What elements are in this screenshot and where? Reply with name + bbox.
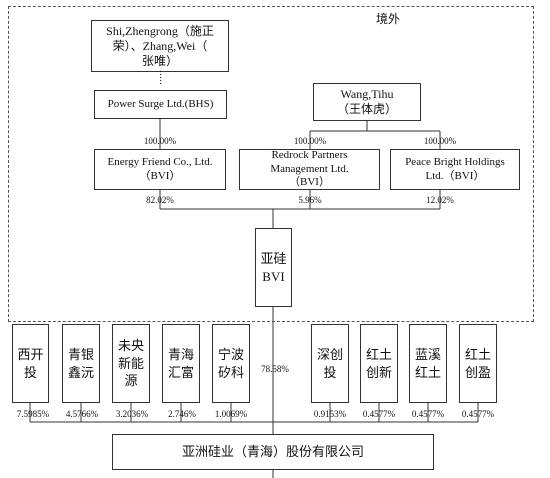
- pct-yagui-to-company: 78.58%: [261, 364, 289, 374]
- shareholder-box: 深创 投: [311, 324, 349, 403]
- entity-redrock: Redrock Partners Management Ltd. （BVI）: [239, 149, 380, 190]
- shareholder-pct: 4.5766%: [65, 409, 99, 419]
- shareholder-box: 西开 投: [12, 324, 49, 403]
- shareholder-box: 蓝溪 红土: [409, 324, 447, 403]
- shareholder-pct: 0.4577%: [362, 409, 396, 419]
- pct-power-to-energy: 100.00%: [143, 136, 177, 146]
- pct-wang-to-redrock: 100.00%: [293, 136, 327, 146]
- shareholder-box: 宁波 矽科: [212, 324, 250, 403]
- pct-energy-to-yagui: 82.02%: [146, 195, 174, 205]
- shareholder-pct: 0.9153%: [313, 409, 347, 419]
- shareholder-pct: 3.2036%: [115, 409, 149, 419]
- offshore-region: [8, 6, 534, 322]
- shareholder-box: 红土 创盈: [459, 324, 497, 403]
- entity-energy-friend: Energy Friend Co., Ltd. （BVI）: [94, 149, 226, 190]
- entity-power-surge: Power Surge Ltd.(BHS): [94, 90, 227, 119]
- entity-shi-zhang: Shi,Zhengrong（施正 荣）、Zhang,Wei（ 张唯）: [91, 20, 229, 72]
- entity-wang-tihu: Wang,Tihu （王体虎）: [313, 83, 421, 121]
- shareholder-pct: 7.5985%: [16, 409, 50, 419]
- entity-peace-bright: Peace Bright Holdings Ltd.（BVI）: [390, 149, 520, 190]
- shareholder-box: 未央 新能 源: [112, 324, 150, 403]
- pct-wang-to-peace: 100.00%: [423, 136, 457, 146]
- entity-yagui-bvi: 亚硅 BVI: [255, 228, 292, 307]
- entity-company: 亚洲硅业（青海）股份有限公司: [112, 434, 434, 470]
- shareholder-box: 青海 汇富: [162, 324, 200, 403]
- shareholder-pct: 0.4577%: [461, 409, 495, 419]
- shareholder-pct: 1.0069%: [214, 409, 248, 419]
- ellipsis-connector: ·····: [159, 67, 163, 90]
- shareholder-box: 红土 创新: [360, 324, 398, 403]
- shareholder-pct: 0.4577%: [411, 409, 445, 419]
- pct-redrock-to-yagui: 5.96%: [298, 195, 322, 205]
- shareholder-pct: 2.746%: [168, 409, 196, 419]
- shareholder-box: 青银 鑫沅: [62, 324, 100, 403]
- offshore-label: 境外: [376, 12, 401, 26]
- pct-peace-to-yagui: 12.02%: [426, 195, 454, 205]
